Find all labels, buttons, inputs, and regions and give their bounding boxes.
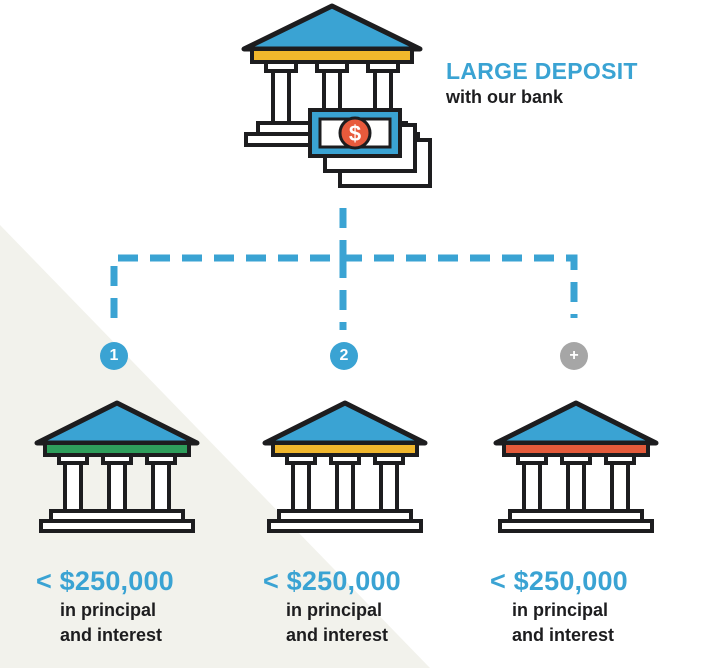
branch-3-amount: < $250,000 xyxy=(490,566,628,596)
connector-lines xyxy=(110,208,578,330)
branch-2-line1: in principal xyxy=(286,600,383,620)
badge-label-1: 1 xyxy=(109,347,119,364)
branch-2-amount: < $250,000 xyxy=(263,566,401,596)
badge-1 xyxy=(100,342,128,370)
deposit-title: LARGE DEPOSIT xyxy=(446,58,638,84)
branch-bank-icon-1 xyxy=(37,403,197,531)
branch-1-amount: < $250,000 xyxy=(36,566,174,596)
badge-2 xyxy=(330,342,358,370)
badge-plus xyxy=(560,342,588,370)
badge-label-2: 2 xyxy=(339,347,349,364)
money-bill-icon: $ xyxy=(308,108,432,188)
branch-1-line2: and interest xyxy=(60,625,163,645)
branch-1-line1: in principal xyxy=(60,600,157,620)
branch-2-line2: and interest xyxy=(286,625,389,645)
branch-3-line2: and interest xyxy=(512,625,615,645)
badge-label-plus: + xyxy=(569,347,579,364)
dollar-sign-icon: $ xyxy=(349,121,361,146)
branch-bank-icon-3 xyxy=(496,403,656,531)
deposit-subtitle: with our bank xyxy=(446,87,563,107)
branch-bank-icon-2 xyxy=(265,403,425,531)
branch-3-line1: in principal xyxy=(512,600,609,620)
